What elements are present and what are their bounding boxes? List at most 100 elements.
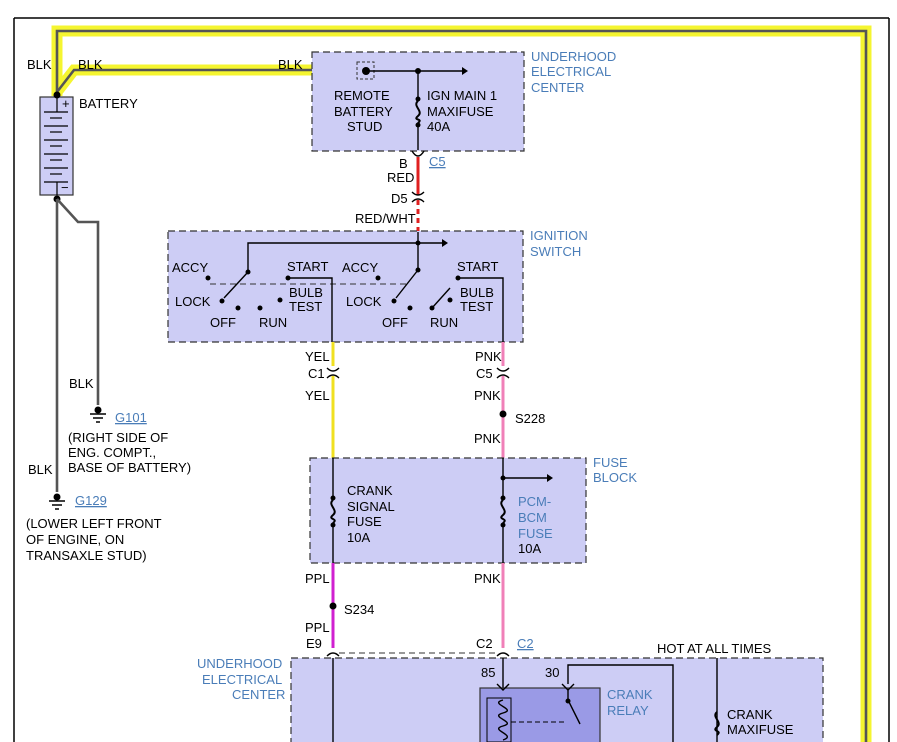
contact-run (257, 305, 263, 311)
battery-plus-sign: + (62, 96, 70, 111)
connector-c5-link[interactable]: C5 (429, 154, 446, 169)
component-title: CENTER (531, 80, 584, 95)
contact-bulb-test (447, 297, 453, 303)
ground-g101-desc: BASE OF BATTERY) (68, 460, 191, 475)
start-lead (288, 277, 333, 342)
ground-symbol-g129 (49, 493, 65, 510)
wire-ground-g101 (56, 198, 100, 405)
switch-position-label: START (457, 259, 498, 274)
fuse-block-bus-arrow (547, 474, 553, 482)
component-title: CENTER (232, 687, 285, 702)
switch-position-label: TEST (289, 299, 322, 314)
contact-off (407, 305, 413, 311)
contact-bulb-test (277, 297, 283, 303)
ground-g101-desc: (RIGHT SIDE OF (68, 430, 168, 445)
connector-c5-lower (496, 367, 510, 372)
bus-arrow (462, 67, 468, 75)
ignition-switch-box (167, 230, 524, 343)
wire-label-red: RED (387, 170, 414, 185)
wire-label-blk: BLK (78, 57, 103, 72)
relay-coil (498, 699, 508, 741)
battery-label: BATTERY (79, 96, 138, 111)
contact-lock (219, 298, 225, 304)
ground-g129-desc: OF ENGINE, ON (26, 532, 124, 547)
hot-at-all-times-label: HOT AT ALL TIMES (657, 641, 771, 656)
highlight-blk-to-stud (52, 64, 312, 96)
component-title: IGNITION (530, 228, 588, 243)
component-title: ELECTRICAL (531, 64, 611, 79)
connector-d5 (411, 191, 425, 196)
crank-fuse-label: SIGNAL (347, 499, 395, 514)
stud-label: REMOTE (334, 88, 390, 103)
maxifuse-label: MAXIFUSE (427, 104, 494, 119)
pcm-bcm-fuse-symbol (500, 499, 506, 524)
switch-bus-arrow (442, 239, 448, 247)
pcm-bcm-fuse-rating: 10A (518, 541, 541, 556)
connector-c5-label: C5 (476, 366, 493, 381)
crank-relay-box (479, 687, 601, 742)
contact-accy (375, 275, 381, 281)
crank-maxifuse-label: CRANK (727, 707, 773, 722)
fuse-terminal (500, 495, 506, 501)
fuse-terminal (330, 495, 336, 501)
ground-g129-link[interactable]: G129 (75, 493, 107, 508)
ground-symbol-g101 (90, 406, 106, 423)
connector-c2-link[interactable]: C2 (517, 636, 534, 651)
pin-label: B (399, 156, 408, 171)
maxifuse-label: IGN MAIN 1 (427, 88, 497, 103)
crank-fuse-label: FUSE (347, 514, 382, 529)
splice-s234-label: S234 (344, 602, 374, 617)
relay-pivot (565, 698, 571, 704)
switch-blade (223, 271, 249, 299)
wire-label-pnk: PNK (474, 571, 501, 586)
switch-position-label: TEST (460, 299, 493, 314)
switch-position-label: OFF (382, 315, 408, 330)
splice-s228-label: S228 (515, 411, 545, 426)
connector-c2 (496, 652, 510, 657)
wire-label-yel: YEL (305, 388, 330, 403)
wire-label-red-wht: RED/WHT (355, 211, 416, 226)
stud-label: STUD (347, 119, 382, 134)
pcm-bcm-fuse-link[interactable]: PCM- (518, 494, 551, 509)
wire-battery-feed (55, 29, 868, 742)
connector-e9 (326, 652, 340, 657)
battery-minus-sign: − (61, 180, 69, 195)
connector-c1-label: C1 (308, 366, 325, 381)
ground-g101-link[interactable]: G101 (115, 410, 147, 425)
fuse-terminal (415, 96, 421, 102)
switch-position-label: LOCK (175, 294, 211, 309)
wire-label-blk: BLK (278, 57, 303, 72)
connector-c5-lower (496, 374, 510, 379)
component-title: UNDERHOOD (197, 656, 282, 671)
relay-pin-label: 30 (545, 665, 559, 680)
connector-c5-top (411, 150, 425, 157)
component-title: UNDERHOOD (531, 49, 616, 64)
crank-fuse-label: 10A (347, 530, 370, 545)
pcm-bcm-fuse-link[interactable]: FUSE (518, 526, 553, 541)
component-title: FUSE (593, 455, 628, 470)
battery-positive-terminal (53, 91, 61, 99)
switch-blade (395, 269, 419, 299)
wire-label-pnk: PNK (474, 388, 501, 403)
relay-85-terminal (496, 683, 510, 691)
contact-accy (205, 275, 211, 281)
crank-fuse-label: CRANK (347, 483, 393, 498)
wire-label-blk: BLK (27, 57, 52, 72)
connector-c2-label: C2 (476, 636, 493, 651)
splice-s234 (329, 602, 337, 610)
crank-maxifuse-symbol (714, 711, 720, 736)
switch-position-label: BULB (460, 285, 494, 300)
ground-g129-desc: TRANSAXLE STUD) (26, 548, 147, 563)
stud-label: BATTERY (334, 104, 393, 119)
switch-position-label: OFF (210, 315, 236, 330)
component-title: CRANK (607, 687, 653, 702)
wire-label-blk: BLK (28, 462, 53, 477)
connector-d5 (411, 198, 425, 203)
wire-label-ppl: PPL (305, 571, 330, 586)
wire-label-pnk: PNK (474, 431, 501, 446)
switch-blade-run (431, 287, 451, 309)
relay-30-feed (567, 664, 674, 742)
pcm-bcm-fuse-link[interactable]: BCM (518, 510, 547, 525)
